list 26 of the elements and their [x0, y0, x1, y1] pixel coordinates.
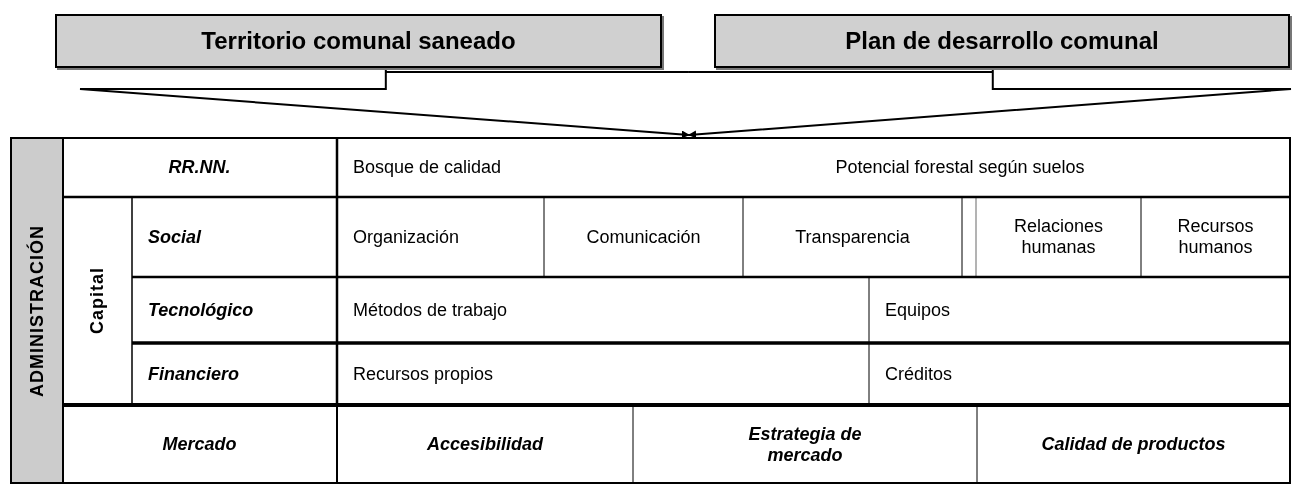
- row-header: Accesibilidad: [426, 434, 543, 455]
- row-header: Calidad de productos: [1041, 434, 1226, 455]
- cell-text: Transparencia: [795, 226, 910, 248]
- row-header: Estrategia de mercado: [747, 423, 863, 466]
- cell-text: Organización: [353, 226, 460, 248]
- row-header: Social: [148, 226, 202, 248]
- row-header: Financiero: [148, 363, 240, 385]
- row-header: Tecnológico: [148, 299, 254, 321]
- cell-text: Créditos: [885, 363, 953, 385]
- cell-text: Bosque de calidad: [353, 156, 502, 178]
- merge-arrow: [79, 67, 690, 139]
- cell-text: Equipos: [885, 299, 951, 321]
- cell-text: Recursos humanos: [1176, 216, 1255, 258]
- row-header: RR.NN.: [168, 156, 231, 178]
- cell-text: Potencial forestal según suelos: [835, 156, 1085, 178]
- row-header: Mercado: [162, 434, 237, 455]
- merge-arrow: [687, 67, 1292, 139]
- cell-text: Comunicación: [586, 226, 701, 248]
- cell-text: Relaciones humanas: [1012, 216, 1105, 258]
- group-label: Capital: [86, 267, 108, 335]
- cell-text: Recursos propios: [353, 363, 494, 385]
- table-frame: [10, 137, 1291, 484]
- process-box: Plan de desarrollo comunal: [714, 14, 1290, 68]
- cell-text: Métodos de trabajo: [353, 299, 508, 321]
- side-band: ADMINISTRACIÓN: [12, 139, 64, 482]
- process-box: Territorio comunal saneado: [55, 14, 662, 68]
